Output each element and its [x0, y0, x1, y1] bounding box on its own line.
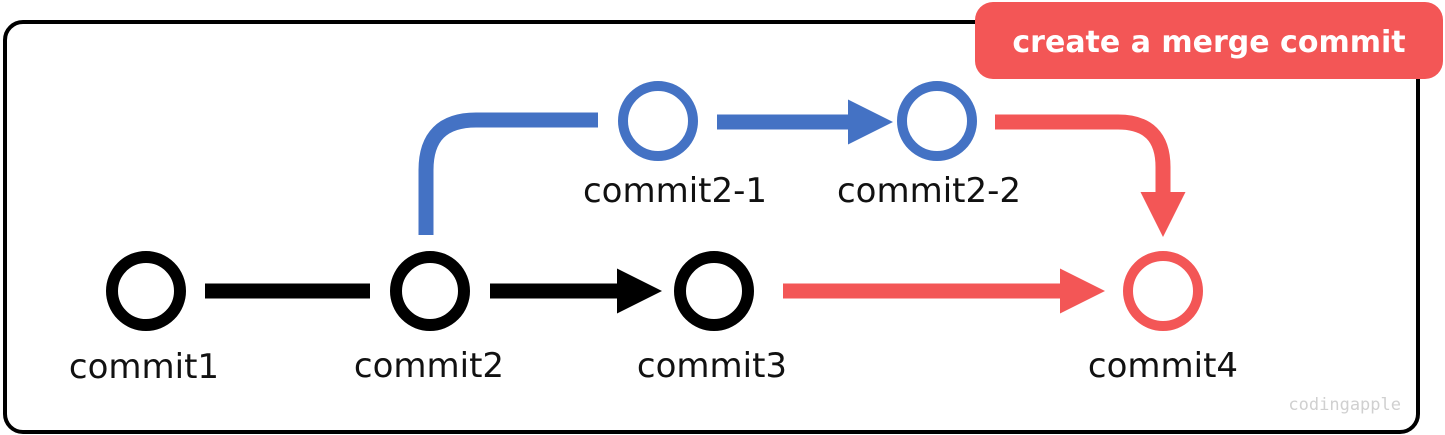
- merge-commit-badge: create a merge commit: [975, 2, 1443, 79]
- edge-commit2-2-commit4: [995, 114, 1186, 237]
- commit2-1-label: commit2-1: [583, 171, 767, 211]
- commit3-label: commit3: [637, 346, 787, 386]
- commit4-node: [1123, 251, 1203, 331]
- commit2-1-node: [618, 81, 698, 161]
- commit3-node: [674, 251, 754, 331]
- edge-commit2-commit2-1: [418, 112, 598, 235]
- watermark: codingapple: [1288, 395, 1401, 415]
- badge-background: [975, 2, 1443, 79]
- commit2-label: commit2: [354, 346, 504, 386]
- commit2-2-label: commit2-2: [837, 171, 1021, 211]
- commit1-label: commit1: [69, 347, 219, 387]
- commit2-2-node: [897, 81, 977, 161]
- commit1-node: [106, 251, 186, 331]
- commit4-label: commit4: [1088, 346, 1238, 386]
- badge-label: create a merge commit: [1012, 25, 1405, 60]
- commit2-node: [390, 251, 470, 331]
